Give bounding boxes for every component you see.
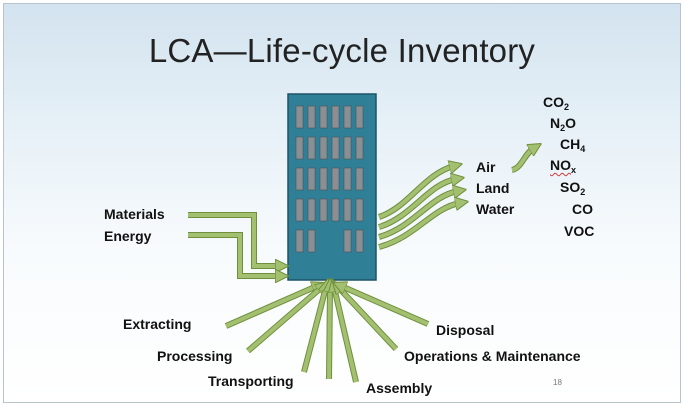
- emission-n2o: N2O: [550, 115, 577, 133]
- label-land: Land: [476, 180, 510, 196]
- output-arrows: [377, 148, 534, 250]
- lca-diagram: [188, 93, 680, 383]
- window: [307, 105, 316, 129]
- window: [307, 229, 316, 253]
- window: [319, 167, 328, 191]
- window: [295, 167, 304, 191]
- window: [331, 105, 340, 129]
- window: [355, 229, 364, 253]
- label-operations: Operations & Maintenance: [404, 348, 581, 364]
- window: [343, 136, 352, 160]
- slide-title: LCA—Life-cycle Inventory: [148, 32, 536, 69]
- window: [343, 167, 352, 191]
- energy-arrow: [188, 232, 280, 279]
- label-disposal: Disposal: [436, 322, 495, 338]
- window: [331, 167, 340, 191]
- window: [307, 167, 316, 191]
- window: [355, 105, 364, 129]
- window: [319, 198, 328, 222]
- label-materials: Materials: [104, 206, 165, 222]
- input-arrows: [188, 212, 280, 279]
- window: [295, 136, 304, 160]
- label-water: Water: [476, 201, 515, 217]
- window: [307, 136, 316, 160]
- window: [343, 198, 352, 222]
- label-extracting: Extracting: [123, 316, 192, 332]
- emission-nox: NOx: [550, 157, 577, 175]
- emission-co: CO: [572, 201, 593, 217]
- materials-arrow: [188, 212, 280, 269]
- window: [295, 105, 304, 129]
- emission-ch4: CH4: [560, 136, 586, 154]
- stage-arrows: [224, 286, 430, 383]
- building-icon: [287, 93, 377, 281]
- window: [331, 198, 340, 222]
- window: [355, 198, 364, 222]
- emission-voc: VOC: [564, 223, 595, 239]
- window: [343, 105, 352, 129]
- window: [295, 198, 304, 222]
- emission-co2: CO2: [543, 94, 570, 112]
- slide: LCA—Life-cycle Inventory: [3, 3, 681, 403]
- label-energy: Energy: [104, 228, 152, 244]
- emission-so2: SO2: [560, 179, 586, 197]
- window: [307, 198, 316, 222]
- window: [319, 136, 328, 160]
- label-processing: Processing: [157, 348, 233, 364]
- label-air: Air: [476, 159, 496, 175]
- window: [331, 136, 340, 160]
- page-number: 18: [553, 378, 562, 387]
- window: [319, 105, 328, 129]
- building-windows: [295, 105, 364, 253]
- window: [355, 167, 364, 191]
- window: [295, 229, 304, 253]
- window: [343, 229, 352, 253]
- label-assembly: Assembly: [366, 380, 433, 396]
- label-transporting: Transporting: [208, 373, 294, 389]
- window: [355, 136, 364, 160]
